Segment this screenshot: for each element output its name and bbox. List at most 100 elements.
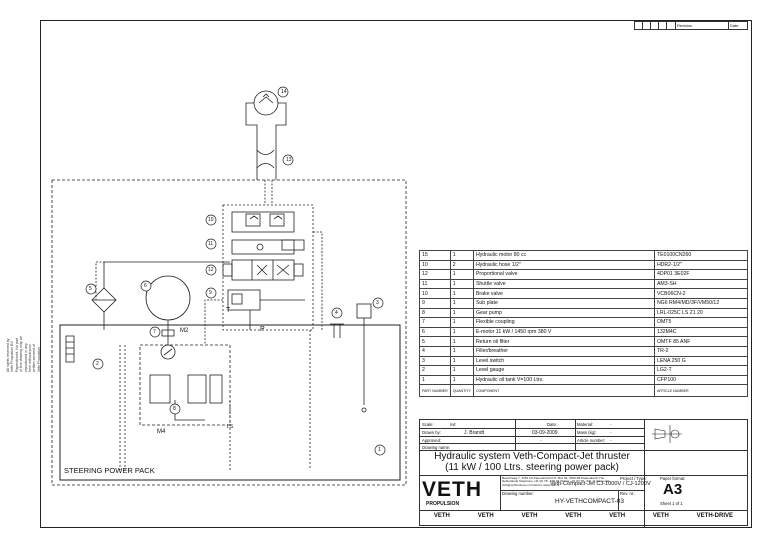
brand-strip-item: VETH (433, 513, 450, 519)
mass-value: - (610, 430, 612, 435)
parts-cell-component: Filler/breather (472, 345, 655, 357)
parts-cell-pos: 12 (419, 269, 451, 280)
parts-cell-article: OMT5 (653, 317, 749, 328)
parts-cell-pos: 2 (419, 365, 451, 376)
callout-7: 7 (153, 329, 156, 335)
parts-cell-component: Level gauge (472, 365, 655, 376)
parts-cell-component: Proportional valve (472, 269, 655, 280)
parts-cell-component: Sub plate (472, 297, 655, 309)
parts-cell-pos: 8 (419, 307, 451, 319)
article-value: - (610, 438, 612, 443)
callout-5: 5 (89, 286, 92, 292)
label-p: P (260, 326, 265, 333)
parts-cell-qty: 1 (449, 336, 474, 347)
label-t: T (226, 307, 231, 314)
parts-cell-component: Level switch (472, 355, 655, 367)
callout-10: 10 (208, 217, 214, 223)
callout-3: 3 (376, 300, 379, 306)
parts-cell-qty: 1 (449, 317, 474, 328)
projection-symbol (652, 425, 682, 443)
label-ls: LS (227, 424, 234, 430)
paper-label: Paper format: (660, 476, 686, 481)
parts-cell-qty: 2 (449, 259, 474, 271)
parts-cell-pos: 9 (419, 297, 451, 309)
parts-cell-component: Hydraulic oil tank V=100 Ltrs. (472, 374, 655, 386)
revision-label: Revision (676, 22, 729, 29)
drawn-value: J. Brandt (464, 430, 485, 436)
callout-12: 12 (208, 267, 214, 273)
material-value: - (610, 422, 612, 427)
parts-cell-component: Brake valve (472, 288, 655, 299)
callout-6: 6 (144, 283, 147, 289)
parts-cell-article: LG2-T (653, 365, 749, 376)
parts-cell-article: 4DP01 3E02F (653, 269, 749, 280)
parts-cell-component: Hydraulic hose 1/2" (472, 259, 655, 271)
parts-header-pos: PART NUMBER (419, 384, 451, 398)
parts-cell-component: Gear pump (472, 307, 655, 319)
parts-cell-article: TR-2 (653, 345, 749, 357)
callout-4: 4 (335, 310, 338, 316)
parts-cell-qty: 1 (449, 297, 474, 309)
parts-cell-article: HDR2-1/2" (653, 259, 749, 271)
parts-cell-pos: 11 (419, 278, 451, 290)
scale-label: Scale: (422, 422, 434, 427)
title-line-1: Hydraulic system Veth-Compact-Jet thrust… (434, 451, 630, 462)
parts-header-component: COMPONENT (472, 384, 655, 398)
drawing-name-label: Drawing name: (422, 445, 451, 450)
callout-14: 14 (281, 89, 287, 95)
label-m2: M2 (180, 328, 189, 334)
parts-cell-qty: 1 (449, 269, 474, 280)
parts-cell-article: 132M4C (653, 326, 749, 338)
valve-stack (222, 204, 314, 331)
drawing-sheet (40, 20, 752, 528)
hydraulic-motor-symbol (253, 90, 279, 116)
parts-cell-pos: 4 (419, 345, 451, 357)
parts-cell-article: LRL-025C LS 21 20 (653, 307, 749, 319)
label-m4: M4 (157, 429, 166, 435)
sheet-value: Sheet 1 of 1 (660, 501, 683, 506)
parts-cell-pos: 3 (419, 355, 451, 367)
parts-cell-article: NG6 RM4/MD/3F/VM50/12 (653, 297, 749, 309)
parts-cell-article: LENA 250 G (653, 355, 749, 367)
title-line-2: (11 kW / 100 Ltrs. steering power pack) (445, 462, 619, 473)
callout-9: 9 (209, 290, 212, 296)
callout-8: 8 (173, 406, 176, 412)
material-label: Material: (577, 422, 594, 427)
parts-header-qty: QUANTITY (449, 384, 474, 398)
date-label: Date: (547, 422, 558, 427)
article-label: Article number: (577, 438, 606, 443)
mass-label: Mass (kg): (577, 430, 597, 435)
brand-strip-item: VETH (521, 513, 538, 519)
brand-logo: VETH (422, 478, 483, 501)
approved-label: Approved: (422, 438, 442, 443)
power-pack-boundary (51, 179, 407, 486)
project-label: Project / Type: (620, 476, 647, 481)
brand-strip-item: VETH (565, 513, 582, 519)
approved-value: - (540, 438, 542, 443)
parts-cell-qty: 1 (449, 374, 474, 386)
parts-cell-article: OMTF 85 ANF (653, 336, 749, 347)
title-block: Scale: nvt Date: Material: - Drawn by: J… (419, 419, 748, 527)
callout-11: 11 (208, 241, 214, 247)
paper-value: A3 (663, 481, 683, 498)
callout-1: 1 (378, 447, 381, 453)
date-label: Date (730, 23, 739, 28)
brand-strip-item: VETH (477, 513, 494, 519)
callout-2: 2 (96, 361, 99, 367)
parts-cell-qty: 1 (449, 288, 474, 299)
parts-cell-qty: 1 (449, 326, 474, 338)
parts-cell-qty: 1 (449, 278, 474, 290)
